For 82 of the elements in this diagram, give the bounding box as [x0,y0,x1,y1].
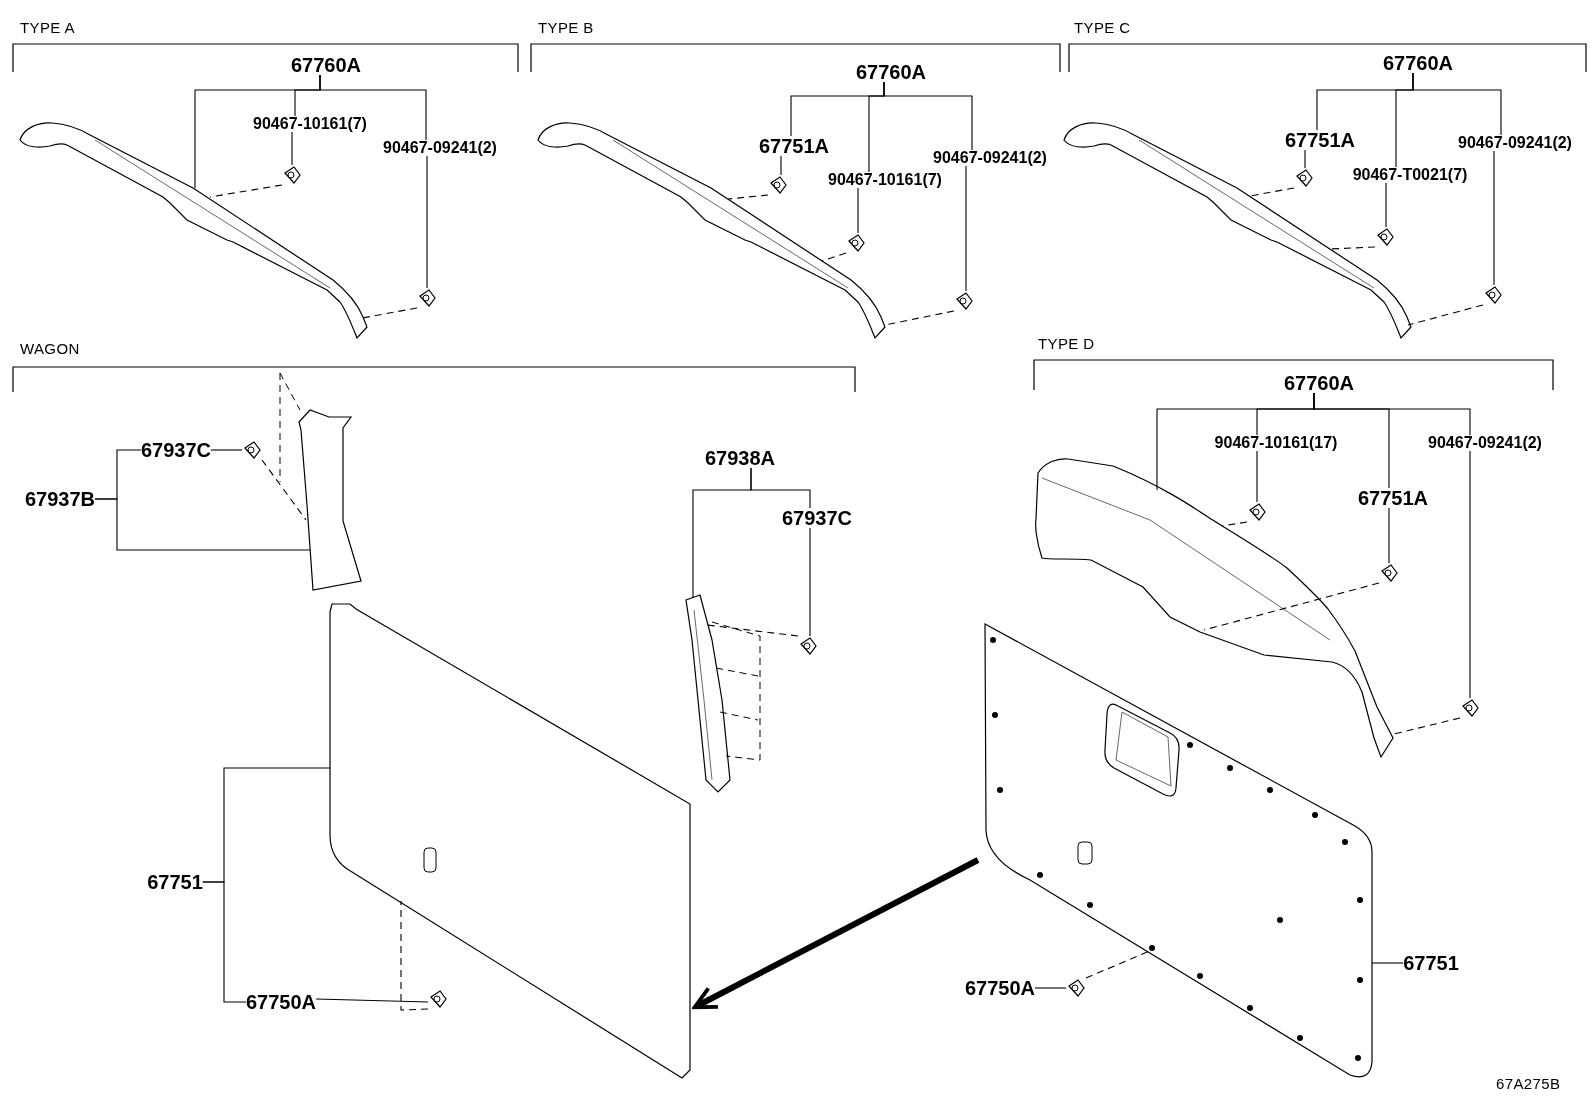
leader-line [1469,450,1471,699]
part-number: 67750A [964,978,1036,998]
leader-line [809,527,811,637]
leader-line [202,881,247,1003]
dashed-assembly-line [1203,582,1380,631]
part-number: 67937C [140,440,212,460]
section-label: TYPE D [1038,336,1095,351]
clip-drawing [1375,227,1395,247]
part-number: 67751A [1357,488,1429,508]
dashed-assembly-line [261,459,307,521]
clip-drawing [1460,698,1480,718]
part-number: 67760A [855,62,927,82]
leader-line [1388,507,1390,564]
part-number: 90467-09241(2) [383,140,497,156]
part-number: 90467-09241(2) [1428,435,1542,451]
leader-line [857,187,859,234]
clip-drawing [242,440,262,460]
part-number: 90467-10161(17) [1214,435,1338,451]
clip-drawing [1247,502,1267,522]
leader-line [210,449,243,451]
dashed-assembly-line [1329,246,1376,250]
clip-drawing [282,165,302,185]
leader-line [1034,987,1067,989]
section-label: TYPE C [1074,20,1131,35]
clip-drawing [1294,168,1314,188]
section-label: TYPE B [538,20,594,35]
section-label: 67A275B [1496,1076,1561,1091]
dashed-assembly-line [209,184,283,198]
leader-line [1371,962,1404,964]
leader-line [94,498,311,551]
leader-line [1304,149,1306,169]
leader-line [1385,182,1387,228]
clip-drawing [954,291,974,311]
leader-line [426,155,428,289]
dashed-assembly-line [706,624,799,637]
clip-drawing [1483,285,1503,305]
dashed-assembly-line [361,307,418,319]
leader-line [1493,150,1495,286]
part-number: 67750A [245,992,317,1012]
part-number: 90467-T0021(7) [1352,167,1468,183]
leader-line [315,998,429,1003]
leader-line [1313,392,1471,436]
part-number: 67760A [1283,373,1355,393]
pillar-trim-drawing [296,406,364,593]
leader-line [780,155,782,176]
part-number: 90467-10161(7) [828,172,942,188]
part-number: 67751A [1284,130,1356,150]
clip-drawing [1066,978,1086,998]
part-number: 67751 [147,872,203,892]
clip-drawing [798,636,818,656]
clip-drawing [1379,563,1399,583]
trim-strip-drawing [682,591,734,795]
leader-line [750,467,811,509]
part-number: 67760A [1382,53,1454,73]
dashed-assembly-line [1407,304,1484,326]
dashed-assembly-line [1221,521,1248,527]
leader-line [1412,72,1502,136]
clip-drawing [417,288,437,308]
section-label: WAGON [20,341,80,356]
part-number: 67760A [290,55,362,75]
leader-line [883,81,973,151]
clip-drawing [846,233,866,253]
part-number: 90467-10161(7) [253,116,367,132]
dashed-assembly-line [821,252,847,262]
part-number: 67751 [1403,953,1459,973]
arrow [692,857,980,1010]
dashed-assembly-line [400,900,429,1011]
part-number: 67938A [704,448,776,468]
clip-drawing [428,989,448,1009]
leader-line [965,165,967,292]
clip-drawing [768,175,788,195]
leader-line [1256,450,1258,503]
part-number: 67751A [758,136,830,156]
part-number: 67937B [24,489,96,509]
section-label: TYPE A [20,20,75,35]
dashed-assembly-line [727,194,769,200]
part-number: 90467-09241(2) [933,150,1047,166]
part-number: 90467-09241(2) [1458,135,1572,151]
dashed-assembly-line [1249,187,1295,197]
leader-line [291,131,293,166]
part-number: 67937C [781,508,853,528]
leader-line [319,74,427,141]
